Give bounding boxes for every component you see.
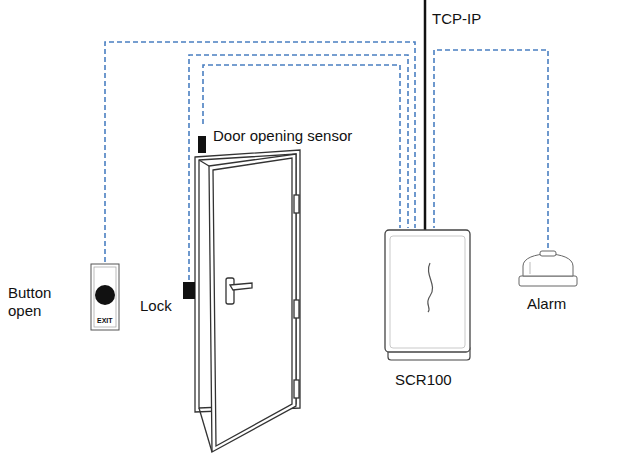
caption: Lock	[140, 297, 172, 315]
lock-node: Lock	[138, 280, 196, 317]
signal-wire	[203, 65, 400, 228]
alarm-node: Alarm	[518, 248, 578, 316]
button-text: EXIT	[97, 317, 113, 324]
signal-wire	[434, 50, 548, 248]
caption: Door opening sensor	[213, 127, 352, 145]
alarm-light	[519, 251, 577, 286]
reader-device	[385, 230, 470, 360]
sensor-node: Door opening sensor	[196, 124, 362, 154]
door-sensor	[198, 136, 206, 153]
signal-wire	[105, 42, 415, 262]
caption: Alarm	[527, 295, 566, 313]
exit-button	[91, 264, 119, 330]
caption: Button open	[8, 284, 70, 320]
lock-block	[183, 282, 195, 299]
network-label: TCP-IP	[432, 10, 481, 27]
signal-wire	[189, 55, 408, 280]
door	[195, 150, 300, 452]
reader-node: SCR100	[383, 228, 472, 396]
network-cable	[424, 0, 427, 231]
caption: SCR100	[395, 371, 452, 389]
